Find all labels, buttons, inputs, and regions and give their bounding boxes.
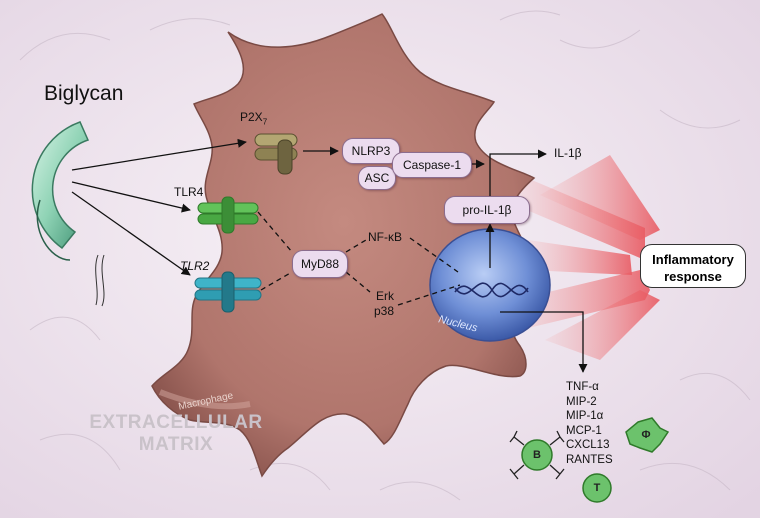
asc-node: ASC <box>358 166 396 190</box>
response-line2: response <box>664 269 722 284</box>
cytokine-item: MIP-2 <box>566 395 597 408</box>
nlrp3-node: NLRP3 <box>342 138 400 164</box>
cytokine-item: MCP-1 <box>566 424 602 437</box>
caspase1-node: Caspase-1 <box>392 152 472 178</box>
p2x7-receptor-icon <box>254 133 298 175</box>
cytokine-item: MIP-1α <box>566 410 604 423</box>
tlr4-receptor-icon <box>197 196 259 234</box>
tlr4-label: TLR4 <box>174 185 204 199</box>
extracellular-matrix-label: EXTRACELLULAR MATRIX <box>76 412 276 456</box>
signaling-dashes <box>257 211 461 306</box>
p2x7-label-sub: 7 <box>262 117 268 127</box>
matrix-fibers <box>19 10 751 501</box>
cytokine-list: TNF-α MIP-2 MIP-1α MCP-1 CXCL13 RANTES <box>566 380 613 468</box>
matrix-line2: MATRIX <box>138 434 214 455</box>
inflammation-arrows <box>515 155 660 360</box>
cytokine-item: TNF-α <box>566 381 599 393</box>
response-line1: Inflammatory <box>652 252 734 267</box>
t-cell-icon <box>582 473 612 503</box>
b-cell-label: B <box>533 449 541 461</box>
b-cell-icon <box>509 430 565 480</box>
arrow-to-il1b <box>489 149 547 198</box>
phi-cell-label: Φ <box>641 429 651 441</box>
t-cell-label: T <box>593 482 601 494</box>
pro-il1b-node: pro-IL-1β <box>444 196 530 224</box>
macrophage-small-icon <box>625 417 670 453</box>
inflammatory-response-box: Inflammatory response <box>640 244 746 288</box>
erk-label: Erk <box>376 289 394 303</box>
dna-helix-icon <box>454 282 529 298</box>
p38-label: p38 <box>374 304 395 318</box>
cytokine-item: RANTES <box>566 453 613 466</box>
biglycan-icon <box>31 121 105 307</box>
macrophage-cell <box>151 13 536 478</box>
biglycan-arrows <box>71 138 247 276</box>
il1b-label: IL-1β <box>554 146 582 160</box>
tlr2-label: TLR2 <box>180 259 210 273</box>
biglycan-title: Biglycan <box>44 82 124 105</box>
nfkb-label: NF-κB <box>368 230 402 244</box>
cytokine-item: CXCL13 <box>566 439 610 452</box>
matrix-line1: EXTRACELLULAR <box>89 412 263 433</box>
tlr2-receptor-icon <box>194 271 262 313</box>
arrow-nucleus-cytokines <box>500 311 588 373</box>
myd88-node: MyD88 <box>292 250 348 278</box>
p2x7-label-text: P2X <box>240 110 263 124</box>
p2x7-label: P2X7 <box>240 110 267 126</box>
